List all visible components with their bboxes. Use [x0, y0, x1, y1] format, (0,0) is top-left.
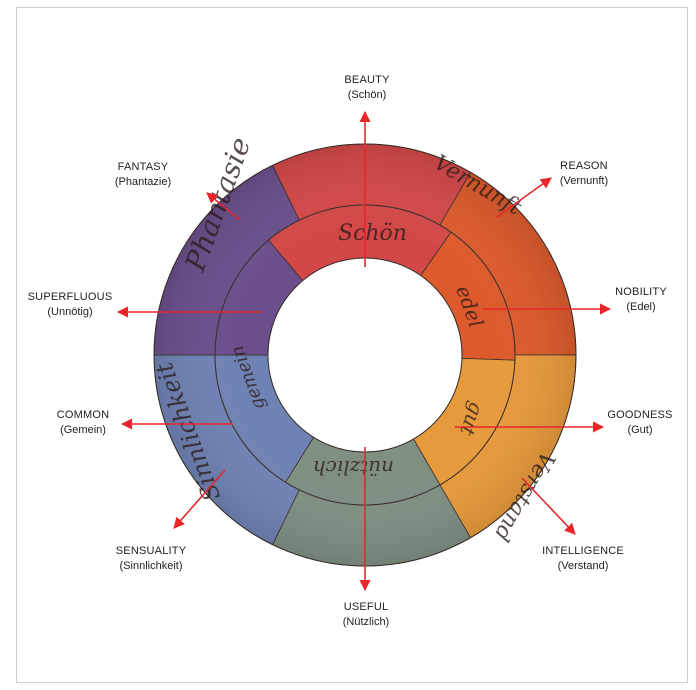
label-sensuality-en: SENSUALITY	[115, 545, 187, 557]
arrow-intelligence	[521, 477, 576, 535]
arrow-reason	[496, 177, 552, 218]
label-intelligence-en: INTELLIGENCE	[542, 545, 624, 557]
label-sensuality: SENSUALITY (Sinnlichkeit)	[116, 544, 186, 574]
label-goodness: GOODNESS (Gut)	[607, 408, 672, 438]
label-intelligence: INTELLIGENCE (Verstand)	[542, 544, 624, 574]
label-beauty-de: (Schön)	[347, 89, 387, 101]
label-common: COMMON (Gemein)	[57, 408, 110, 438]
label-beauty-en: BEAUTY	[344, 74, 390, 86]
label-fantasy-en: FANTASY	[117, 161, 169, 173]
script-nutzlich: nützlich	[313, 456, 394, 480]
label-nobility-de: (Edel)	[626, 301, 656, 313]
label-nobility-en: NOBILITY	[615, 286, 667, 298]
label-sensuality-de: (Sinnlichkeit)	[119, 560, 183, 572]
label-superfluous: SUPERFLUOUS (Unnötig)	[28, 290, 113, 320]
arrow-sensuality	[173, 469, 226, 529]
label-superfluous-de: (Unnötig)	[47, 306, 93, 318]
label-reason-de: (Vernunft)	[559, 175, 609, 187]
label-superfluous-en: SUPERFLUOUS	[27, 291, 113, 303]
arrow-fantasy	[206, 192, 241, 221]
label-reason: REASON (Vernunft)	[560, 159, 608, 189]
label-nobility: NOBILITY (Edel)	[615, 285, 667, 315]
label-reason-en: REASON	[560, 160, 608, 172]
script-schon: Schön	[338, 221, 407, 246]
label-fantasy-de: (Phantazie)	[114, 176, 172, 188]
label-common-de: (Gemein)	[60, 424, 106, 436]
label-intelligence-de: (Verstand)	[557, 560, 609, 572]
label-goodness-en: GOODNESS	[607, 409, 673, 421]
label-beauty: BEAUTY (Schön)	[344, 73, 389, 103]
label-useful-de: (Nützlich)	[342, 616, 390, 628]
label-goodness-de: (Gut)	[627, 424, 653, 436]
label-fantasy: FANTASY (Phantazie)	[115, 160, 171, 190]
label-useful-en: USEFUL	[343, 601, 389, 613]
label-common-en: COMMON	[56, 409, 110, 421]
label-useful: USEFUL (Nützlich)	[343, 600, 389, 630]
